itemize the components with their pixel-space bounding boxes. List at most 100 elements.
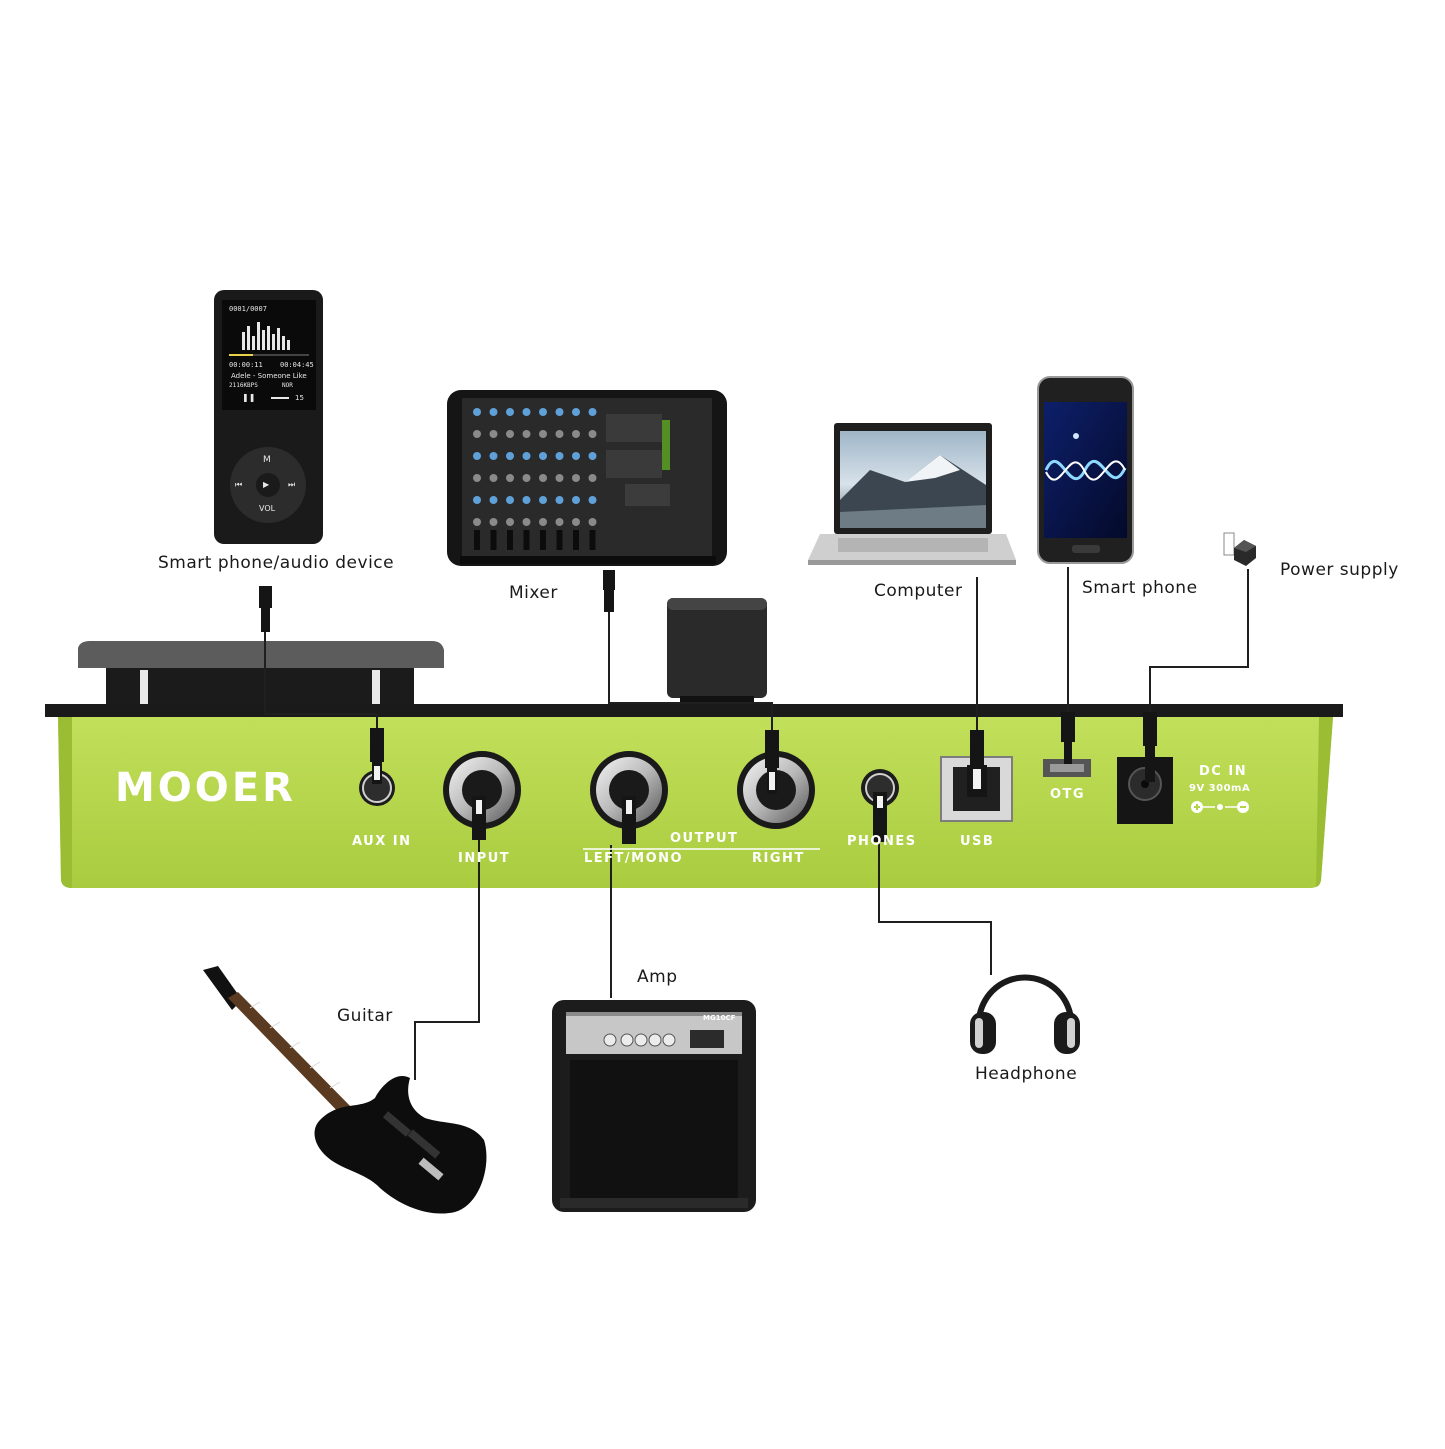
- mixer-knob: [473, 496, 481, 504]
- mixer-knob: [572, 496, 580, 504]
- mixer-knob: [473, 452, 481, 460]
- mixer-knob: [522, 518, 531, 526]
- mixer-knob: [588, 408, 597, 416]
- mixer-knob: [555, 518, 564, 526]
- mooer-logo: MOOER: [115, 765, 296, 811]
- aux-jack: [359, 770, 395, 806]
- cable-power: [1149, 569, 1249, 715]
- label-output: OUTPUT: [670, 831, 739, 846]
- guitar: [203, 966, 487, 1214]
- mixer-knob: [539, 452, 547, 460]
- mixer-knob: [522, 430, 531, 438]
- mixer-knob: [506, 496, 514, 504]
- mixer-knob: [506, 518, 514, 526]
- mixer-knob: [555, 452, 564, 460]
- mixer-knob: [588, 430, 597, 438]
- mixer-knob: [473, 518, 481, 526]
- mixer-knob: [522, 496, 531, 504]
- mixer-knob: [539, 430, 547, 438]
- label-phones: PHONES: [847, 834, 917, 849]
- label-right: RIGHT: [752, 851, 805, 866]
- mixer-knob: [473, 430, 481, 438]
- mixer-fader: [589, 530, 596, 550]
- mixer-knob: [588, 474, 597, 482]
- mixer-knob: [489, 408, 498, 416]
- player-elapsed: 00:00:11: [229, 361, 263, 369]
- label-aux-in: AUX IN: [352, 834, 412, 849]
- progress-fill: [229, 354, 253, 356]
- guitar-frets: [249, 1001, 341, 1089]
- player-wheel-menu: M: [263, 455, 271, 465]
- mixer-knob: [522, 408, 531, 416]
- mixer-knob: [539, 408, 547, 416]
- label-amp: Amp: [637, 967, 678, 987]
- player-track: 0001/0007: [229, 305, 267, 313]
- equalizer-bars: [242, 322, 290, 350]
- mixer-knob: [489, 430, 498, 438]
- cable-mixer: [608, 610, 773, 735]
- mixer-knob: [489, 474, 498, 482]
- label-usb: USB: [960, 834, 995, 849]
- mixer-knob: [555, 430, 564, 438]
- cable-guitar: [414, 840, 480, 1080]
- plugs: [259, 570, 1157, 844]
- mixer-fader: [523, 530, 530, 550]
- mixer-knob: [555, 408, 564, 416]
- cable-headphone: [878, 842, 992, 975]
- player-volume: 15: [295, 394, 304, 402]
- mixer-knob: [588, 518, 597, 526]
- label-dc-in: DC IN: [1199, 764, 1248, 779]
- mixer-knob: [539, 474, 547, 482]
- mixer: [447, 390, 727, 566]
- player-mode: NOR: [282, 382, 293, 389]
- label-computer: Computer: [874, 581, 963, 601]
- mixer-knob: [572, 430, 580, 438]
- cables: [264, 567, 1249, 1080]
- label-mixer: Mixer: [509, 583, 558, 603]
- mixer-knob: [489, 518, 498, 526]
- mixer-knob: [489, 452, 498, 460]
- cable-aux: [264, 630, 378, 730]
- mixer-knob: [506, 430, 514, 438]
- mixer-fader: [540, 530, 546, 550]
- polarity-symbol: [1191, 801, 1249, 813]
- label-dc-spec: 9V 300mA: [1189, 783, 1251, 794]
- play-icon: ▶: [263, 480, 270, 489]
- label-left-mono: LEFT/MONO: [584, 851, 684, 866]
- mixer-knob: [555, 496, 564, 504]
- mixer-fader: [490, 530, 497, 550]
- mixer-knob: [588, 452, 597, 460]
- mixer-knob: [506, 408, 514, 416]
- plug-audio-device-body: [261, 608, 270, 632]
- mixer-knob: [506, 452, 514, 460]
- label-smart-phone: Smart phone: [1082, 578, 1198, 598]
- speaker-grille: [570, 1060, 738, 1198]
- label-power-supply: Power supply: [1280, 560, 1399, 580]
- mixer-knob: [522, 474, 531, 482]
- mixer-knob: [588, 496, 597, 504]
- mixer-knob: [522, 452, 531, 460]
- pause-icon: ❚❚: [242, 393, 256, 402]
- mixer-knob: [572, 452, 580, 460]
- left-mono-jack: [590, 751, 668, 829]
- smartphone: [1037, 376, 1134, 564]
- mixer-knob: [539, 496, 547, 504]
- mixer-knob: [539, 518, 547, 526]
- audio-player: [214, 290, 323, 544]
- label-otg: OTG: [1050, 787, 1086, 802]
- mixer-fader: [573, 530, 579, 550]
- label-input: INPUT: [458, 851, 511, 866]
- mixer-knob: [473, 474, 481, 482]
- amplifier: [552, 1000, 756, 1212]
- pedal-base: [106, 668, 414, 708]
- player-wheel-vol: VOL: [259, 504, 276, 513]
- knob: [667, 598, 767, 698]
- mixer-knob: [506, 474, 514, 482]
- mixer-knob: [572, 474, 580, 482]
- mixer-fader: [507, 530, 513, 550]
- mixer-knob: [555, 474, 564, 482]
- mixer-knob: [473, 408, 481, 416]
- next-icon: ⏭: [288, 480, 296, 489]
- otg-port: [1043, 759, 1091, 777]
